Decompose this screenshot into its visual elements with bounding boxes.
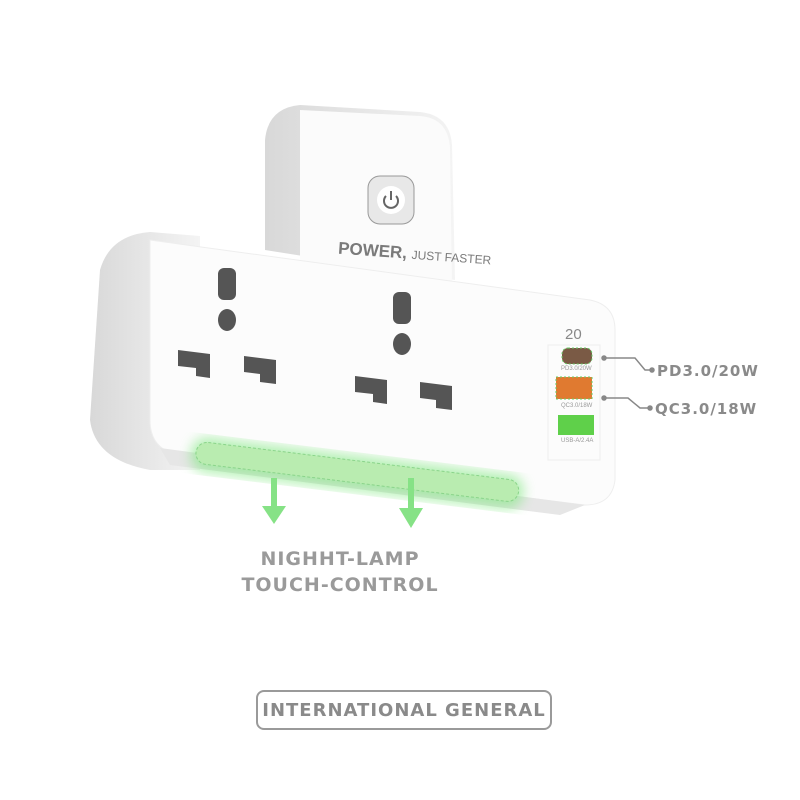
arrow-down-icon: [262, 478, 286, 524]
socket-2: [355, 292, 452, 410]
night-lamp-bar[interactable]: [195, 441, 520, 502]
port-label-qc: QC3.0/18W: [561, 403, 593, 409]
body-front: [149, 239, 616, 506]
power-icon: [383, 191, 399, 209]
callout-qc: QC3.0/18W: [655, 400, 758, 418]
callout-pd: PD3.0/20W: [657, 362, 759, 380]
night-lamp-subtitle: TOUCH-CONTROL: [241, 574, 439, 596]
port-label-pd: PD3.0/20W: [561, 366, 592, 372]
international-general-badge: INTERNATIONAL GENERAL: [256, 690, 552, 730]
callout-lines: [601, 355, 655, 411]
power-rating: 20: [565, 326, 582, 343]
usb-a-port: [558, 415, 594, 435]
port-label-usb-a: USB-A/2.4A: [561, 438, 594, 444]
socket-1: [178, 268, 276, 384]
qc-port: [555, 376, 593, 400]
usb-c-port: [561, 347, 593, 365]
arrow-down-icon: [399, 478, 423, 528]
night-lamp-title: NIGHHT-LAMP: [260, 548, 420, 570]
